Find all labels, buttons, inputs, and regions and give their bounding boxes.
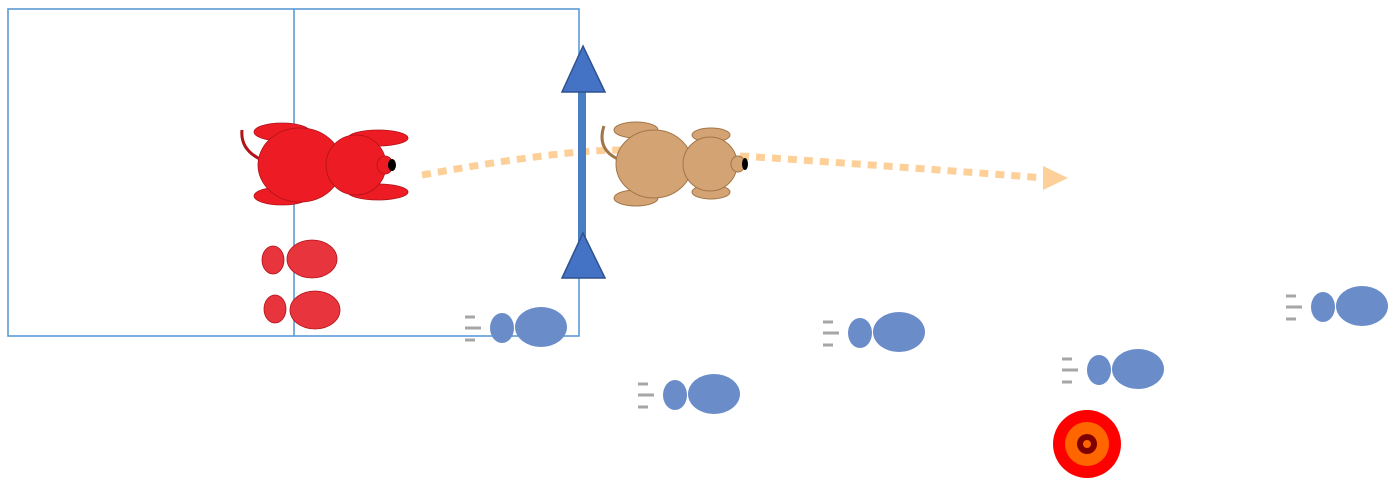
motion-mark [465,315,475,319]
red-dog-nose [388,159,396,171]
motion-mark [1062,380,1072,384]
shoe-print-icon [261,239,338,279]
red-dog-icon [240,122,409,206]
shoe-print-sole [515,307,567,347]
shoe-print-sole [286,239,338,279]
motion-mark [638,393,654,397]
motion-mark [1286,305,1302,309]
door-triangle-top [560,44,607,93]
shoe-print-icon [823,312,925,352]
sliding-door-icon [560,44,607,279]
target-center [1083,440,1091,448]
shoe-print-icon [465,307,567,347]
shoe-print-heel [1311,292,1335,322]
shoe-print-sole [873,312,925,352]
shoe-print-sole [688,374,740,414]
motion-mark [823,331,839,335]
shoe-print-heel [263,294,287,324]
shoe-print-icon [263,290,341,330]
tan-dog-icon [600,121,748,207]
motion-mark [638,405,648,409]
tan-dog-body [615,129,693,199]
shoe-print-sole [1336,286,1388,326]
motion-mark [1062,357,1072,361]
motion-mark [1286,317,1296,321]
shoe-print-heel [1087,355,1111,385]
motion-mark [465,326,481,330]
motion-mark [638,382,648,386]
shoe-print-icon [638,374,740,414]
shoe-print-sole [1112,349,1164,389]
shoe-print-icon [1286,286,1388,326]
footprints-blue [465,286,1388,414]
tan-dog-nose [742,158,748,170]
motion-mark [823,343,833,347]
shoe-print-icon [1062,349,1164,389]
target-icon [1053,410,1121,478]
shoe-print-heel [663,380,687,410]
motion-mark [1062,368,1078,372]
shoe-print-heel [261,245,285,275]
footprints-red [261,239,341,330]
shoe-print-heel [490,313,514,343]
motion-mark [465,338,475,342]
shoe-print-sole [289,290,341,330]
door-triangle-bottom [560,231,607,279]
door-bar [578,62,586,252]
motion-mark [823,320,833,324]
shoe-print-heel [848,318,872,348]
motion-mark [1286,294,1296,298]
tan-dog-head [682,136,738,192]
path-arrowhead [1043,166,1068,190]
